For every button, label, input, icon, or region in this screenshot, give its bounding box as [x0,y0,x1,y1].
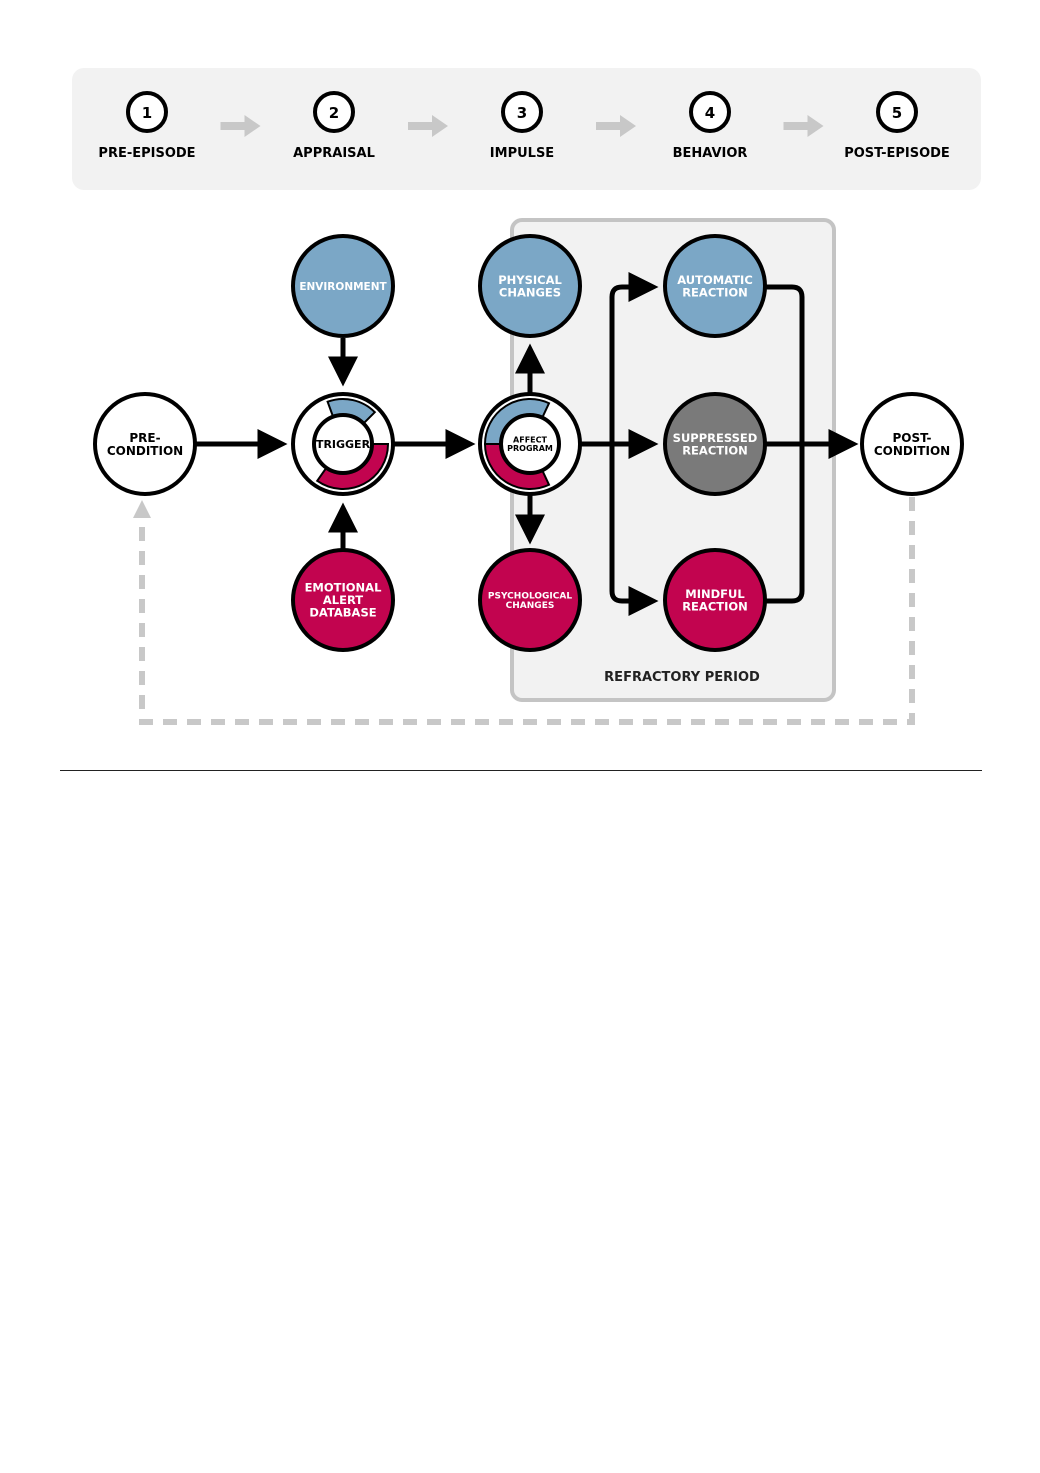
stage-label: BEHAVIOR [673,146,748,161]
stage-number: 5 [892,104,902,122]
stage-number: 4 [705,104,715,122]
stage-arrow [220,115,261,137]
stage-label: POST-EPISODE [844,146,950,161]
stage-label: PRE-EPISODE [98,146,195,161]
trigger-node: TRIGGER [291,392,395,496]
stage-number-circle [689,91,731,133]
connectors [196,272,859,616]
stage-label: IMPULSE [490,146,554,161]
arrow-to-mindful [609,444,659,616]
feedback-loop-arrow [139,497,915,725]
postcondition-node: POST-CONDITION [860,392,964,496]
stage-number: 2 [329,104,339,122]
stage-arrow [408,115,448,137]
divider [60,770,982,771]
stage-number: 1 [142,104,152,122]
arrow-to-automatic [609,272,659,444]
environment-node: ENVIRONMENT [291,234,395,338]
stage-number-circle [876,91,918,133]
stage-number-circle [501,91,543,133]
feedback-loop-arrowhead [133,500,151,518]
stage-label: APPRAISAL [293,146,375,161]
stage-number-circle [313,91,355,133]
stage-arrow [783,115,824,137]
stage-number: 3 [517,104,527,122]
stage-arrow [596,115,636,137]
trigger-label: TRIGGER [316,438,371,451]
postcondition-label: POST-CONDITION [874,431,950,458]
precondition-label: PRE-CONDITION [107,431,183,458]
stage-number-circle [126,91,168,133]
precondition-node: PRE-CONDITION [93,392,197,496]
refractory-period-label: REFRACTORY PERIOD [604,670,760,685]
environment-label: ENVIRONMENT [299,281,387,293]
